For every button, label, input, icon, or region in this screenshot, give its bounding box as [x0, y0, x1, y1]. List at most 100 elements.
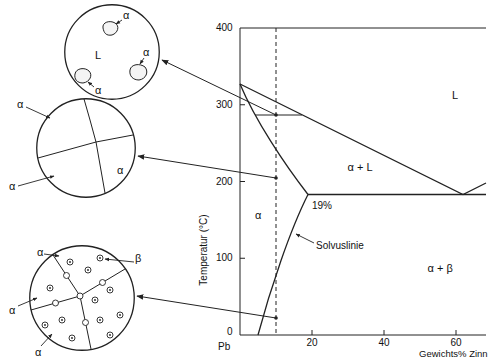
region-label: α + L	[348, 162, 373, 173]
pointer-arrow	[138, 156, 276, 178]
solvus-line	[258, 195, 308, 336]
tick	[456, 330, 457, 335]
tick	[384, 330, 385, 335]
phase-label: β	[135, 253, 141, 264]
phase-label: α	[37, 247, 43, 258]
state-point	[274, 176, 278, 180]
alpha-crystal	[75, 69, 91, 83]
grain-boundary	[84, 99, 96, 142]
beta-particle	[97, 255, 103, 261]
state-point	[274, 113, 278, 117]
circle-outline	[37, 99, 136, 198]
state-point	[274, 316, 278, 320]
phase-label: L	[95, 50, 101, 61]
beta-particle	[59, 317, 65, 323]
leader-line	[88, 82, 94, 87]
grain-boundary	[53, 255, 80, 296]
particle-dot	[49, 287, 51, 289]
phase-label: α	[123, 10, 129, 21]
particle-dot	[99, 319, 101, 321]
tick	[240, 258, 245, 259]
region-label: 19%	[312, 201, 332, 211]
leader-line	[26, 107, 50, 118]
phase-label: α	[117, 165, 123, 176]
region-label: L	[452, 90, 458, 101]
axis-label: Gewichts% Zinn	[419, 349, 488, 359]
circle-outline	[30, 246, 135, 351]
tie-line	[255, 115, 302, 116]
beta-particle	[107, 332, 113, 338]
particle-dot	[99, 257, 101, 259]
axis-label: 100	[216, 253, 233, 263]
axis-label: 40	[379, 338, 390, 348]
axis-label: 0	[227, 327, 233, 337]
axis-label: 200	[216, 177, 233, 187]
leader-line	[296, 234, 314, 243]
grain-boundary	[38, 135, 133, 158]
beta-particle	[85, 267, 91, 273]
particle-dot	[87, 269, 89, 271]
liquidus-line	[240, 84, 486, 195]
beta-particle	[107, 287, 113, 293]
micrograph-circle: αLαα	[64, 4, 160, 100]
beta-particle	[100, 280, 106, 286]
micrograph-circle: ααα	[36, 98, 136, 198]
region-label: Solvuslinie	[316, 241, 364, 251]
particle-dot	[69, 261, 71, 263]
phase-label: α	[9, 181, 15, 192]
particle-dot	[119, 314, 121, 316]
axis-label: 60	[451, 338, 462, 348]
tick	[240, 181, 245, 182]
circle-outline	[36, 98, 136, 198]
particle-dot	[109, 334, 111, 336]
leader-line	[140, 58, 144, 64]
particle-dot	[71, 337, 73, 339]
circle-outline	[29, 245, 135, 351]
beta-particle	[92, 297, 98, 303]
grain-boundary	[80, 296, 91, 349]
beta-particle	[69, 335, 75, 341]
phase-label: α	[17, 99, 23, 110]
tick	[240, 104, 245, 105]
region-label: α + β	[428, 263, 453, 274]
frame-top	[240, 28, 486, 29]
circle-outline	[65, 5, 160, 100]
beta-particle	[47, 285, 53, 291]
region-label: α	[255, 210, 261, 221]
phase-label: α	[35, 347, 41, 358]
beta-particle	[117, 312, 123, 318]
phase-label: α	[9, 305, 15, 316]
particle-dot	[109, 289, 111, 291]
axis-label: 400	[216, 23, 233, 33]
pointer-arrow	[162, 60, 276, 115]
beta-particle	[53, 300, 59, 306]
phase-label: α	[143, 47, 149, 58]
alloy-composition-line	[276, 28, 277, 335]
pointer-arrow	[137, 296, 276, 318]
beta-particle	[77, 293, 83, 299]
axis-label: Pb	[218, 342, 230, 352]
leader-line	[116, 20, 122, 24]
beta-particle	[64, 273, 70, 279]
alpha-crystal	[130, 65, 147, 80]
leader-line	[18, 298, 37, 306]
eutectic-line	[308, 194, 486, 195]
micrograph-circle: αβαα	[29, 245, 135, 351]
particle-dot	[61, 319, 63, 321]
axis-label: 20	[307, 338, 318, 348]
particle-dot	[94, 299, 96, 301]
x-axis	[240, 335, 486, 336]
particle-dot	[44, 324, 46, 326]
alpha-crystal	[103, 22, 118, 36]
beta-particle	[97, 317, 103, 323]
grain-boundary	[96, 142, 105, 193]
beta-particle	[83, 320, 89, 326]
beta-particle	[67, 259, 73, 265]
tick	[312, 330, 313, 335]
beta-particle	[42, 322, 48, 328]
axis-label: 300	[216, 100, 233, 110]
phase-label: α	[95, 85, 101, 96]
grain-boundary	[31, 296, 80, 310]
